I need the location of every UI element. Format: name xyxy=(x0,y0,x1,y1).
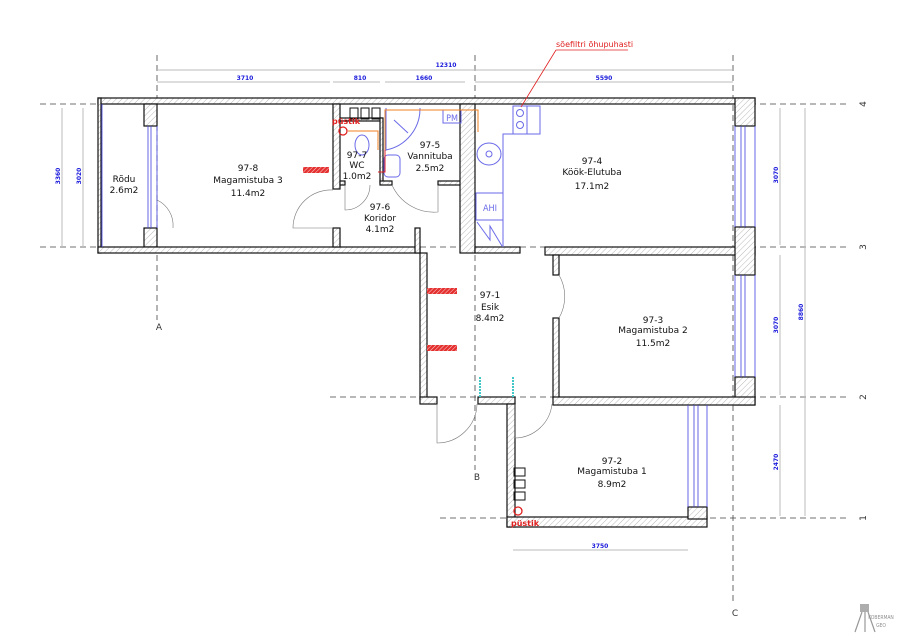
dim-top-3: 1660 xyxy=(416,75,433,82)
radiator xyxy=(427,288,457,294)
riser-label: püstik xyxy=(511,519,540,528)
room-97-7: 97-7 WC 1.0m2 xyxy=(343,151,372,182)
dim-bottom: 3750 xyxy=(592,543,609,550)
annotations: püstik püstik sõefiltri õhupuhasti xyxy=(332,40,633,528)
radiator xyxy=(303,167,329,173)
svg-text:17.1m2: 17.1m2 xyxy=(575,182,610,192)
svg-text:11.4m2: 11.4m2 xyxy=(231,189,266,199)
dim-left-2: 3020 xyxy=(76,168,83,185)
svg-text:WC: WC xyxy=(349,161,364,171)
shower-icon xyxy=(385,107,421,151)
dim-top-4: 5590 xyxy=(596,75,613,82)
pipes xyxy=(348,109,479,173)
svg-text:GEO: GEO xyxy=(876,623,886,629)
room-97-5: 97-5 Vannituba 2.5m2 xyxy=(407,141,452,174)
room-97-6: 97-6 Koridor 4.1m2 xyxy=(364,203,396,235)
axis-label-2: 2 xyxy=(859,394,869,400)
stove-icon xyxy=(512,105,528,135)
svg-text:4.1m2: 4.1m2 xyxy=(366,225,395,235)
svg-text:Vannituba: Vannituba xyxy=(407,152,452,162)
company-logo: KOBERMAN GEO xyxy=(854,604,894,633)
axis-label-a: A xyxy=(156,323,163,333)
svg-text:KOBERMAN: KOBERMAN xyxy=(868,615,894,621)
svg-text:97-5: 97-5 xyxy=(420,141,440,151)
axis-label-b: B xyxy=(474,473,480,483)
doors xyxy=(156,184,565,444)
walls xyxy=(97,97,756,528)
svg-text:2.6m2: 2.6m2 xyxy=(110,186,139,196)
svg-text:97-7: 97-7 xyxy=(347,151,367,161)
room-balcony: Rõdu 2.6m2 xyxy=(110,175,139,196)
svg-text:97-2: 97-2 xyxy=(602,457,622,467)
pm-label: PM xyxy=(446,114,458,124)
bath-sink-icon xyxy=(383,154,401,178)
axis-label-4: 4 xyxy=(859,101,869,107)
svg-text:11.5m2: 11.5m2 xyxy=(636,339,671,349)
axis-label-1: 1 xyxy=(859,515,869,521)
dim-top-1: 3710 xyxy=(237,75,254,82)
svg-text:97-8: 97-8 xyxy=(238,164,259,174)
dimension-lines: 12310 3710 810 1660 5590 3070 3070 2470 … xyxy=(55,62,806,551)
svg-text:97-3: 97-3 xyxy=(643,316,663,326)
svg-text:Esik: Esik xyxy=(481,303,500,313)
kitchen-sink-icon xyxy=(476,142,502,166)
windows xyxy=(101,104,756,507)
axis-label-3: 3 xyxy=(859,244,869,250)
shaft-box xyxy=(349,107,359,120)
room-97-2: 97-2 Magamistuba 1 8.9m2 xyxy=(577,457,647,490)
riser-icon xyxy=(513,506,523,516)
dim-right-3: 2470 xyxy=(773,454,780,471)
svg-text:97-6: 97-6 xyxy=(370,203,391,213)
svg-text:2.5m2: 2.5m2 xyxy=(416,164,445,174)
riser-icon xyxy=(338,126,348,136)
axis-label-c: C xyxy=(732,609,738,619)
svg-text:8.9m2: 8.9m2 xyxy=(598,480,627,490)
svg-text:Magamistuba 2: Magamistuba 2 xyxy=(618,326,688,336)
dim-top-2: 810 xyxy=(354,75,367,82)
svg-text:8.4m2: 8.4m2 xyxy=(476,314,505,324)
room-97-4: 97-4 Köök-Elutuba 17.1m2 xyxy=(562,157,621,192)
dim-top-total: 12310 xyxy=(436,62,457,69)
dim-right-2: 3070 xyxy=(773,317,780,334)
svg-text:Magamistuba 1: Magamistuba 1 xyxy=(577,467,647,477)
hood-label: sõefiltri õhupuhasti xyxy=(556,40,633,49)
svg-text:Köök-Elutuba: Köök-Elutuba xyxy=(562,168,621,178)
fixtures: PM AHI xyxy=(349,105,541,501)
room-97-1: 97-1 Esik 8.4m2 xyxy=(476,291,505,324)
svg-text:Rõdu: Rõdu xyxy=(113,175,136,185)
riser-label: püstik xyxy=(332,117,361,126)
dim-left-1: 3360 xyxy=(55,168,62,185)
room-97-3: 97-3 Magamistuba 2 11.5m2 xyxy=(618,316,688,349)
room-labels: 97-8 Magamistuba 3 11.4m2 97-7 WC 1.0m2 … xyxy=(110,141,688,490)
dim-right-total: 8860 xyxy=(798,304,805,321)
oven-label: AHI xyxy=(483,204,497,214)
dim-right-1: 3070 xyxy=(773,167,780,184)
room-97-8: 97-8 Magamistuba 3 11.4m2 xyxy=(213,164,283,199)
svg-text:1.0m2: 1.0m2 xyxy=(343,172,372,182)
toilet-icon xyxy=(354,134,370,156)
svg-text:Magamistuba 3: Magamistuba 3 xyxy=(213,176,283,186)
svg-text:Koridor: Koridor xyxy=(364,214,396,224)
svg-text:97-4: 97-4 xyxy=(582,157,603,167)
radiator xyxy=(427,345,457,351)
svg-text:97-1: 97-1 xyxy=(480,291,500,301)
